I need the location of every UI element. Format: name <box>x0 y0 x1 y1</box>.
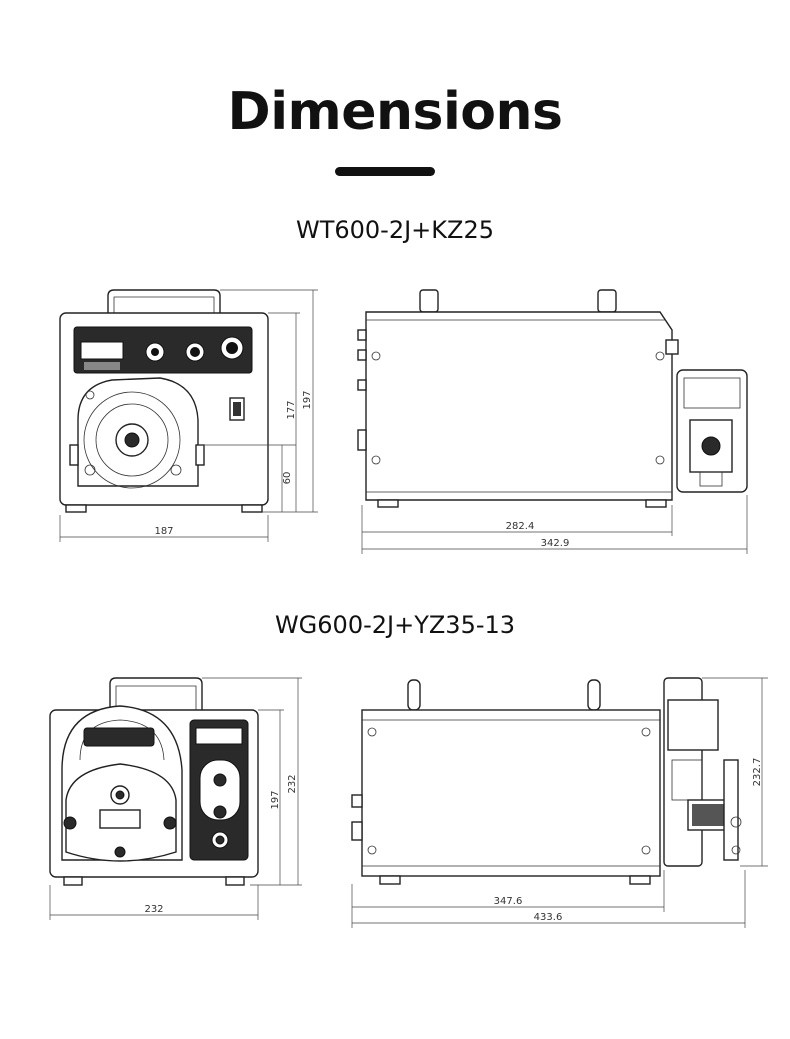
m1-front-height-label-60: 60 <box>282 472 293 485</box>
m1-side-length-label-342: 342.9 <box>541 538 570 549</box>
title-underline <box>335 167 435 176</box>
m2-side-height-label: 232.7 <box>752 758 763 787</box>
m2-side-length-label-347: 347.6 <box>494 896 523 907</box>
model-1-front-view: 187 177 197 60 <box>59 289 318 542</box>
m2-front-height-label-197: 197 <box>270 790 281 809</box>
m2-front-width-label: 232 <box>144 904 163 915</box>
model-name-2: WG600-2J+YZ35-13 <box>274 611 516 639</box>
model-2-side-view: 347.6 433.6 232.7 <box>351 677 768 928</box>
m1-front-height-label-177: 177 <box>286 400 297 419</box>
model-1-side-view: 282.4 342.9 <box>357 289 748 554</box>
m1-front-height-label-197: 197 <box>302 390 313 409</box>
model-2-front-view: 232 197 232 <box>49 677 302 920</box>
m2-side-length-label-433: 433.6 <box>534 912 563 923</box>
page-title: Dimensions <box>227 82 563 142</box>
model-name-1: WT600-2J+KZ25 <box>295 216 495 244</box>
m1-front-width-label: 187 <box>154 526 173 537</box>
m2-front-height-label-232: 232 <box>287 774 298 793</box>
m1-side-length-label-282: 282.4 <box>506 521 535 532</box>
